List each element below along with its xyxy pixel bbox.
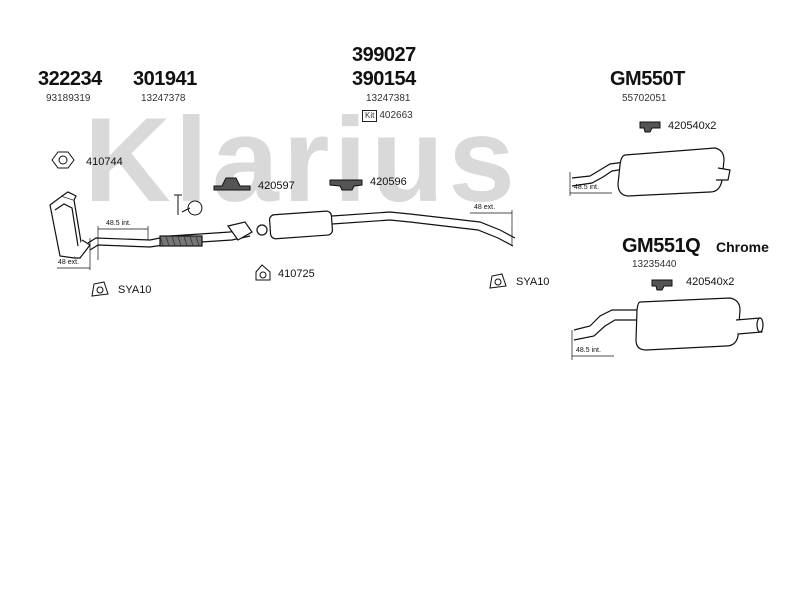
clamp-icon-420540-top	[639, 121, 661, 133]
catalytic-converter	[49, 191, 91, 259]
part-ref-301941: 13247378	[141, 93, 186, 104]
gasket-icon-410725	[255, 264, 271, 281]
center-muffler-399027	[256, 210, 516, 247]
kit-ref: 402663	[379, 110, 413, 121]
part-number-390154: 390154	[352, 68, 416, 90]
clamp-icon-420596	[329, 179, 363, 191]
dimension-lines-left	[57, 226, 149, 270]
hanger-bracket-left	[174, 194, 203, 216]
fitting-label-sya10-left: SYA10	[118, 284, 152, 296]
kit-label: Kit	[362, 110, 378, 122]
dimension-lines-mid	[470, 210, 513, 245]
fitting-label-410725: 410725	[278, 268, 315, 280]
part-number-399027: 399027	[352, 44, 416, 66]
dimension-label-48-5-int-left: 48.5 int.	[106, 220, 131, 227]
fitting-label-420596: 420596	[370, 176, 407, 188]
dimension-label-48-5-int-right-top: 48.5 int.	[574, 184, 599, 191]
fitting-label-420540-bottom: 420540x2	[686, 276, 735, 288]
dimension-label-48-ext-left: 48 ext.	[58, 259, 80, 266]
variant-chrome: Chrome	[716, 239, 769, 255]
clamp-icon-410744	[51, 151, 75, 169]
fitting-label-420597: 420597	[258, 180, 295, 192]
part-ref-322234: 93189319	[46, 93, 91, 104]
part-ref-390154: 13247381	[366, 93, 411, 104]
part-number-gm551q: GM551Q	[622, 235, 701, 257]
part-ref-gm551q: 13235440	[632, 259, 677, 270]
watermark: Klarius	[84, 93, 519, 227]
front-pipe-301941	[87, 221, 253, 251]
rubber-hanger-icon-sya10-mid	[489, 273, 507, 289]
fitting-label-420540-top: 420540x2	[668, 120, 717, 132]
rear-silencer-gm550t	[571, 147, 731, 197]
dimension-lines-right-bottom	[571, 330, 614, 360]
dimension-label-48-ext-mid: 48 ext.	[474, 204, 496, 211]
fitting-label-sya10-mid: SYA10	[516, 276, 550, 288]
part-number-301941: 301941	[133, 68, 197, 90]
fitting-label-410744: 410744	[86, 156, 123, 168]
dimension-label-48-5-int-right-bottom: 48.5 int.	[576, 347, 601, 354]
part-number-gm550t: GM550T	[610, 68, 685, 90]
rear-silencer-gm551q	[573, 297, 764, 351]
clamp-icon-420597	[213, 177, 251, 191]
rubber-hanger-icon-sya10-left	[91, 281, 109, 297]
dimension-lines-right-top	[569, 172, 612, 196]
part-number-322234: 322234	[38, 68, 102, 90]
part-ref-gm550t: 55702051	[622, 93, 667, 104]
clamp-icon-420540-bottom	[651, 279, 673, 291]
